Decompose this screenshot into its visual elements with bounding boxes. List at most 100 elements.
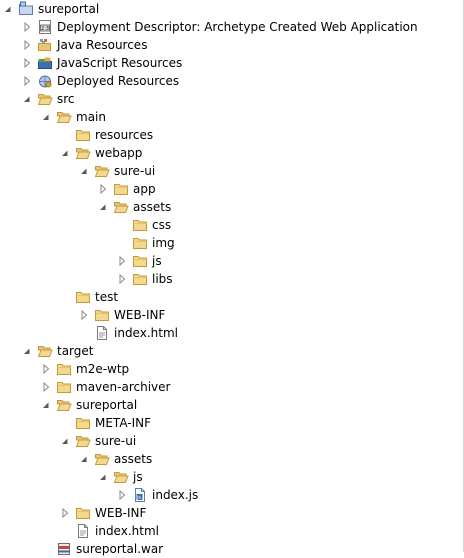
folder-icon (75, 505, 91, 521)
folder-icon (132, 217, 148, 233)
tree-item[interactable]: assets (0, 450, 464, 468)
tree-item[interactable]: src (0, 90, 464, 108)
html-file-icon (94, 325, 110, 341)
tree-item[interactable]: sureportal (0, 396, 464, 414)
tree-item[interactable]: webapp (0, 144, 464, 162)
collapse-arrow-icon[interactable] (59, 504, 71, 522)
collapse-arrow-icon[interactable] (40, 360, 52, 378)
tree-spacer (116, 216, 128, 234)
tree-item-label: libs (152, 272, 173, 286)
expand-arrow-icon[interactable] (97, 468, 109, 486)
tree-item[interactable]: JavaScript Resources (0, 54, 464, 72)
svg-text:2.3: 2.3 (41, 26, 49, 32)
expand-arrow-icon[interactable] (59, 432, 71, 450)
expand-arrow-icon[interactable] (2, 0, 14, 18)
tree-item-label: assets (114, 452, 153, 466)
tree-item[interactable]: index.html (0, 324, 464, 342)
tree-item[interactable]: sure-ui (0, 432, 464, 450)
tree-item[interactable]: resources (0, 126, 464, 144)
tree-item[interactable]: js (0, 468, 464, 486)
tree-item-label: maven-archiver (76, 380, 171, 394)
tree-spacer (59, 126, 71, 144)
tree-item[interactable]: WEB-INF (0, 306, 464, 324)
collapse-arrow-icon[interactable] (116, 252, 128, 270)
tree-item[interactable]: libs (0, 270, 464, 288)
deployment-descriptor-icon: 2.3 (37, 19, 53, 35)
expand-arrow-icon[interactable] (21, 342, 33, 360)
tree-item[interactable]: main (0, 108, 464, 126)
tree-item-label: JavaScript Resources (57, 56, 183, 70)
html-file-icon (75, 523, 91, 539)
tree-item[interactable]: sure-ui (0, 162, 464, 180)
tree-item-label: src (57, 92, 75, 106)
folder-icon (75, 289, 91, 305)
collapse-arrow-icon[interactable] (97, 180, 109, 198)
collapse-arrow-icon[interactable] (78, 306, 90, 324)
folder-icon (132, 253, 148, 269)
tree-item[interactable]: maven-archiver (0, 378, 464, 396)
tree-item[interactable]: img (0, 234, 464, 252)
collapse-arrow-icon[interactable] (21, 18, 33, 36)
tree-spacer (59, 288, 71, 306)
collapse-arrow-icon[interactable] (21, 54, 33, 72)
svg-text:js: js (136, 495, 141, 501)
tree-item-label: m2e-wtp (76, 362, 130, 376)
folder-open-icon (75, 145, 91, 161)
tree-item-label: index.html (95, 524, 159, 538)
tree-item-label: test (95, 290, 119, 304)
tree-item[interactable]: test (0, 288, 464, 306)
tree-item-label: Deployment Descriptor: Archetype Created… (57, 20, 418, 34)
tree-item-label: sureportal (76, 398, 138, 412)
folder-open-icon (113, 469, 129, 485)
tree-item-label: main (76, 110, 106, 124)
expand-arrow-icon[interactable] (78, 162, 90, 180)
tree-item[interactable]: css (0, 216, 464, 234)
folder-open-icon (56, 397, 72, 413)
tree-item-label: index.html (114, 326, 178, 340)
tree-item-label: META-INF (95, 416, 152, 430)
expand-arrow-icon[interactable] (59, 144, 71, 162)
tree-item-label: app (133, 182, 156, 196)
tree-spacer (40, 540, 52, 558)
tree-item[interactable]: 2.3 Deployment Descriptor: Archetype Crea… (0, 18, 464, 36)
tree-item[interactable]: Java Resources (0, 36, 464, 54)
tree-item[interactable]: Deployed Resources (0, 72, 464, 90)
tree-item-label: img (152, 236, 175, 250)
tree-spacer (59, 522, 71, 540)
tree-item[interactable]: META-INF (0, 414, 464, 432)
tree-item[interactable]: assets (0, 198, 464, 216)
folder-open-icon (75, 433, 91, 449)
expand-arrow-icon[interactable] (21, 90, 33, 108)
collapse-arrow-icon[interactable] (116, 270, 128, 288)
war-file-icon (56, 541, 72, 557)
folder-open-icon (37, 343, 53, 359)
tree-item[interactable]: sureportal.war (0, 540, 464, 558)
folder-open-icon (94, 163, 110, 179)
tree-item[interactable]: WEB-INF (0, 504, 464, 522)
tree-item-label: WEB-INF (114, 308, 166, 322)
folder-icon (132, 271, 148, 287)
svg-text:M: M (21, 2, 25, 7)
tree-item-label: webapp (95, 146, 143, 160)
tree-item[interactable]: m2e-wtp (0, 360, 464, 378)
collapse-arrow-icon[interactable] (40, 378, 52, 396)
tree-item[interactable]: target (0, 342, 464, 360)
tree-item[interactable]: app (0, 180, 464, 198)
tree-item[interactable]: js (0, 252, 464, 270)
expand-arrow-icon[interactable] (40, 108, 52, 126)
collapse-arrow-icon[interactable] (21, 36, 33, 54)
expand-arrow-icon[interactable] (97, 198, 109, 216)
js-file-icon: js (132, 487, 148, 503)
tree-item[interactable]: index.html (0, 522, 464, 540)
folder-open-icon (37, 91, 53, 107)
collapse-arrow-icon[interactable] (116, 486, 128, 504)
tree-item-label: css (152, 218, 172, 232)
folder-icon (113, 181, 129, 197)
expand-arrow-icon[interactable] (40, 396, 52, 414)
collapse-arrow-icon[interactable] (21, 72, 33, 90)
tree-item-label: sureportal (38, 2, 100, 16)
expand-arrow-icon[interactable] (78, 450, 90, 468)
